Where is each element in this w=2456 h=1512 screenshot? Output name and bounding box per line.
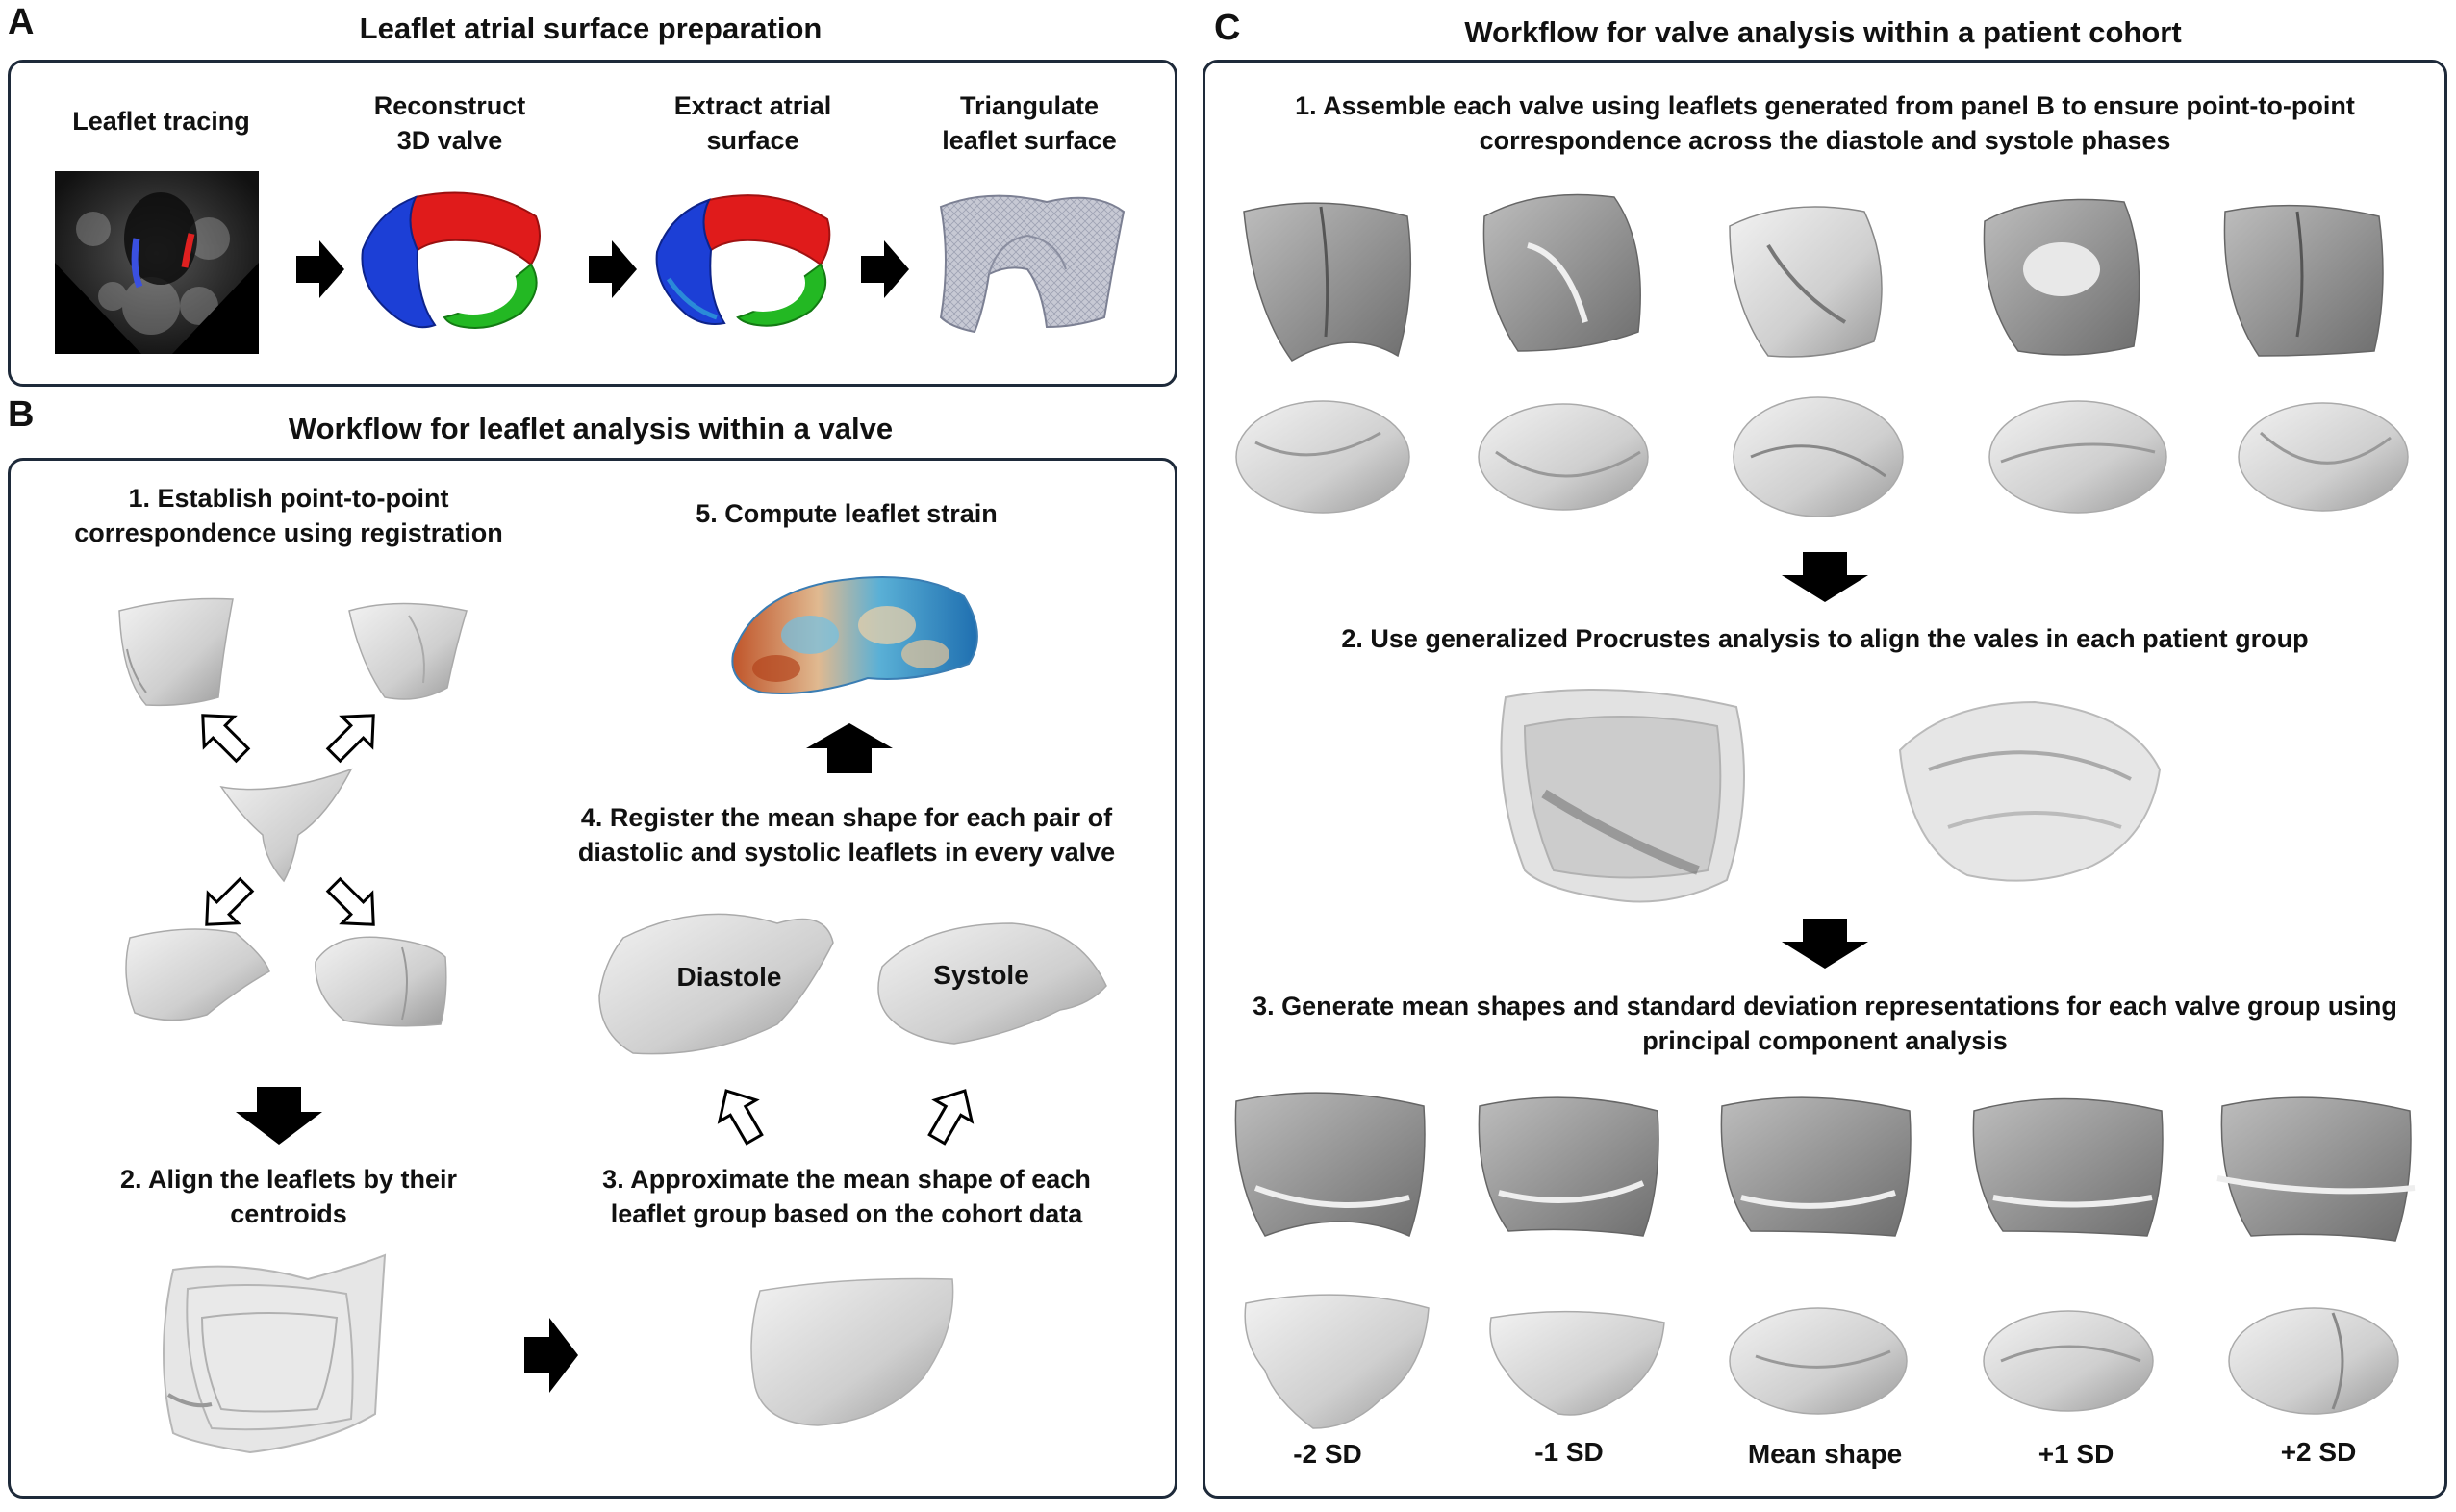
sd-plus1-diastole: [1972, 1097, 2164, 1237]
sd-label-plus2: +2 SD: [2280, 1437, 2357, 1467]
panel-b-step-5: 5. Compute leaflet strain: [696, 499, 998, 528]
valve-4: [1983, 198, 2140, 356]
panel-b-arrow-up: [806, 723, 893, 773]
valve-9: [1988, 400, 2167, 514]
aligned-leaflets: [163, 1253, 387, 1454]
panel-b-arrow-right: [524, 1318, 578, 1393]
sd-minus1-diastole: [1478, 1096, 1659, 1237]
valve-5: [2223, 204, 2384, 357]
leaflet-bottom-right: [315, 936, 447, 1027]
panel-c-step-3: 3. Generate mean shapes and standard dev…: [1253, 992, 2397, 1055]
assembled-valves-row-systole: [1235, 396, 2409, 517]
sd-minus2-systole: [1244, 1294, 1430, 1429]
panel-a-step-label-1: Leaflet tracing: [72, 107, 250, 136]
hollow-arrow-down-right: [325, 876, 375, 926]
sd-plus2-diastole: [2216, 1096, 2416, 1242]
panel-a-arrow-3: [861, 240, 909, 298]
sd-label-minus2: -2 SD: [1293, 1439, 1362, 1469]
valve-3: [1729, 206, 1883, 358]
atrial-surface: [655, 194, 831, 327]
sd-plus2-systole: [2228, 1307, 2399, 1415]
panel-c-title: Workflow for valve analysis within a pat…: [1464, 15, 2182, 49]
sd-plus1-systole: [1983, 1310, 2154, 1412]
sd-label-plus1: +1 SD: [2038, 1439, 2114, 1469]
hollow-arrow-diastole: [717, 1089, 764, 1146]
leaflet-center: [219, 768, 353, 883]
triangulated-surface: [939, 194, 1126, 334]
panel-b-arrow-down: [236, 1087, 322, 1145]
panel-c-arrow-down-1: [1782, 552, 1868, 602]
hollow-arrow-down-left: [205, 876, 255, 926]
diastole-label: Diastole: [676, 962, 782, 992]
panel-b-box: [8, 458, 1177, 1499]
panel-b-letter: B: [8, 394, 35, 435]
panel-a-arrow-2: [589, 240, 637, 298]
valve-7: [1478, 403, 1649, 511]
panel-c-step-2: 2. Use generalized Procrustes analysis t…: [1341, 624, 2309, 653]
reconstructed-valve: [361, 191, 541, 329]
panel-c-letter: C: [1214, 8, 1241, 48]
assembled-valves-row-diastole: [1243, 193, 2384, 362]
panel-c-box: [1203, 60, 2447, 1499]
strain-map: [731, 576, 978, 694]
hollow-arrow-up-right: [325, 714, 375, 764]
systole-label: Systole: [933, 960, 1029, 990]
valve-10: [2238, 402, 2409, 512]
panel-b-title: Workflow for leaflet analysis within a v…: [288, 412, 894, 445]
sd-variants-row-diastole: [1234, 1092, 2416, 1242]
leaflet-top-left: [118, 597, 234, 707]
ultrasound-image: [55, 171, 259, 354]
panel-a-arrow-1: [296, 240, 344, 298]
leaflet-bottom-left: [125, 928, 270, 1021]
leaflet-top-right: [348, 602, 468, 700]
valve-8: [1733, 396, 1904, 517]
sd-mean-diastole: [1720, 1096, 1912, 1237]
panel-a-box: [8, 60, 1177, 387]
procrustes-aligned-diastole: [1500, 689, 1745, 903]
panel-a-title: Leaflet atrial surface preparation: [359, 12, 823, 45]
sd-minus1-systole: [1489, 1310, 1665, 1416]
valve-6: [1235, 400, 1410, 514]
mean-shape-leaflet: [750, 1277, 954, 1426]
systole-leaflet: [877, 922, 1107, 1045]
hollow-arrow-up-left: [201, 714, 251, 764]
panel-a-letter: A: [8, 2, 35, 42]
sd-minus2-diastole: [1234, 1092, 1426, 1238]
sd-label-minus1: -1 SD: [1534, 1437, 1604, 1467]
valve-2: [1482, 193, 1641, 352]
procrustes-aligned-systole: [1898, 700, 2162, 882]
panel-b-step-4: 4. Register the mean shape for each pair…: [577, 803, 1116, 867]
diastole-leaflet: [598, 913, 834, 1055]
hollow-arrow-systole: [927, 1089, 975, 1146]
sd-label-mean: Mean shape: [1747, 1439, 1903, 1469]
panel-c-step-1: 1. Assemble each valve using leaflets ge…: [1295, 91, 2355, 155]
sd-variants-row-systole: [1244, 1294, 2399, 1429]
valve-1: [1243, 202, 1412, 362]
sd-mean-systole: [1729, 1307, 1908, 1415]
panel-c-arrow-down-2: [1782, 919, 1868, 969]
